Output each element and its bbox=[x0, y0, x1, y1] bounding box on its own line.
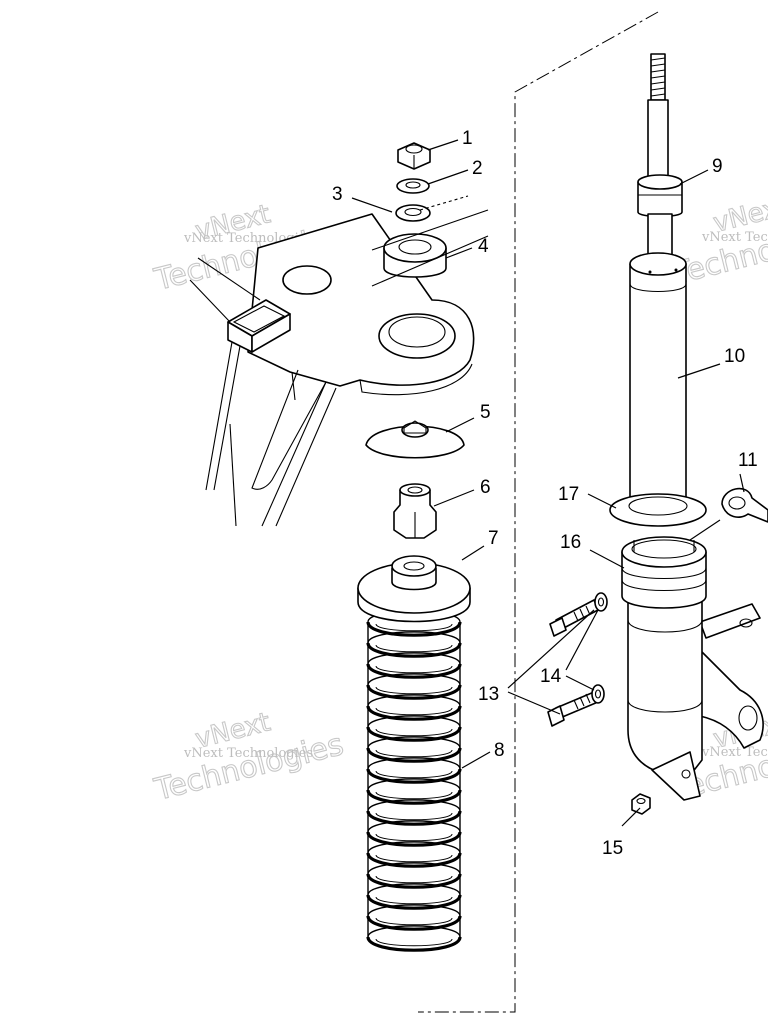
spring-coil-inner bbox=[375, 791, 453, 800]
part-11-clamp bbox=[721, 487, 768, 523]
spring-coil-front bbox=[366, 894, 462, 910]
callout-7: 7 bbox=[488, 528, 499, 549]
spring-coil-front bbox=[366, 621, 462, 637]
spring-coil-back bbox=[367, 925, 461, 938]
spring-coil-inner bbox=[375, 644, 453, 653]
spring-coil-front bbox=[366, 705, 462, 721]
spring-coil-back bbox=[367, 631, 461, 644]
spring-coil-inner bbox=[375, 623, 453, 632]
spring-coil-back bbox=[367, 673, 461, 686]
spring-coil-back bbox=[367, 799, 461, 812]
part-7-spring-seat bbox=[357, 555, 471, 623]
spring-coil-front bbox=[366, 663, 462, 679]
spring-coil-back bbox=[367, 757, 461, 770]
leader-lines bbox=[351, 139, 745, 827]
callout-1: 1 bbox=[462, 128, 473, 149]
callout-9: 9 bbox=[712, 156, 723, 177]
spring-coil-inner bbox=[375, 896, 453, 905]
spring-coil-front bbox=[366, 726, 462, 742]
watermark-company: vNext Technologies bbox=[701, 230, 768, 245]
spring-coil-inner bbox=[375, 833, 453, 842]
spring-coil-back bbox=[367, 736, 461, 749]
part-14-washer-upper bbox=[594, 592, 608, 612]
spring-coil-inner bbox=[375, 854, 453, 863]
callout-11: 11 bbox=[738, 450, 758, 471]
part-6-hex-nut bbox=[393, 483, 437, 539]
part-13-bolt-upper bbox=[549, 599, 599, 637]
part-15-flange-nut bbox=[631, 793, 651, 815]
spring-coil-back bbox=[367, 694, 461, 707]
callout-5: 5 bbox=[480, 402, 491, 423]
spring-coil-front bbox=[366, 684, 462, 700]
callout-3: 3 bbox=[332, 184, 343, 205]
spring-coil-front bbox=[366, 642, 462, 658]
spring-coil-inner bbox=[375, 917, 453, 926]
spring-coil-back bbox=[367, 652, 461, 665]
spring-coil-front bbox=[366, 873, 462, 889]
callout-10: 10 bbox=[724, 346, 745, 367]
spring-outline bbox=[367, 622, 461, 940]
part-13-bolt-lower bbox=[547, 691, 599, 727]
spring-coil-inner bbox=[375, 665, 453, 674]
spring-coil-inner bbox=[375, 875, 453, 884]
part-16-strut-housing bbox=[621, 536, 764, 801]
spring-coil-front bbox=[366, 789, 462, 805]
callout-16: 16 bbox=[560, 532, 581, 553]
spring-coil-back bbox=[367, 883, 461, 896]
spring-coil-back bbox=[367, 820, 461, 833]
part-10-shock-body bbox=[629, 252, 687, 509]
spring-coil-front bbox=[366, 810, 462, 826]
callout-17: 17 bbox=[558, 484, 579, 505]
callout-13: 13 bbox=[478, 684, 499, 705]
spring-coil-front bbox=[366, 936, 462, 952]
spring-coil-back bbox=[367, 715, 461, 728]
callout-8: 8 bbox=[494, 740, 505, 761]
callout-15: 15 bbox=[602, 838, 623, 859]
part-3-washer bbox=[395, 204, 431, 222]
part-14-washer-lower bbox=[591, 684, 605, 704]
spring-coil-front bbox=[366, 852, 462, 868]
spring-coil-inner bbox=[375, 770, 453, 779]
callout-labels: 1 2 3 4 5 6 7 8 9 10 11 13 14 15 16 17 bbox=[332, 128, 758, 859]
callout-4: 4 bbox=[478, 236, 489, 257]
part-1-nut bbox=[397, 142, 431, 170]
part-2-washer bbox=[396, 178, 430, 194]
spring-coil-inner bbox=[375, 707, 453, 716]
spring-coil-front bbox=[366, 747, 462, 763]
part-9-piston-rod bbox=[637, 53, 683, 259]
callout-6: 6 bbox=[480, 477, 491, 498]
spring-coil-front bbox=[366, 831, 462, 847]
part-8-coil-spring bbox=[366, 610, 462, 952]
callout-2: 2 bbox=[472, 158, 483, 179]
part-5-cap bbox=[365, 420, 465, 459]
spring-coil-inner bbox=[375, 812, 453, 821]
spring-coil-front bbox=[366, 915, 462, 931]
watermark-left-bottom: vNext Technologies vNext Technologies bbox=[150, 707, 348, 809]
spring-coil-inner bbox=[375, 728, 453, 737]
callout-14: 14 bbox=[540, 666, 562, 687]
part-17-spring-seat-ring bbox=[609, 493, 707, 527]
spring-coil-inner bbox=[375, 686, 453, 695]
spring-coil-inner bbox=[375, 938, 453, 947]
watermark-company: vNext Technologies bbox=[183, 746, 313, 761]
spring-coil-back bbox=[367, 778, 461, 791]
frame-bracket bbox=[189, 213, 475, 527]
spring-coil-front bbox=[366, 768, 462, 784]
spring-coil-back bbox=[367, 841, 461, 854]
spring-coil-back bbox=[367, 862, 461, 875]
spring-coil-back bbox=[367, 904, 461, 917]
phantom-frame bbox=[418, 11, 659, 1013]
watermark-company: vNext Technologies bbox=[701, 745, 768, 760]
spring-coil-inner bbox=[375, 749, 453, 758]
part-4-bushing bbox=[383, 233, 447, 278]
